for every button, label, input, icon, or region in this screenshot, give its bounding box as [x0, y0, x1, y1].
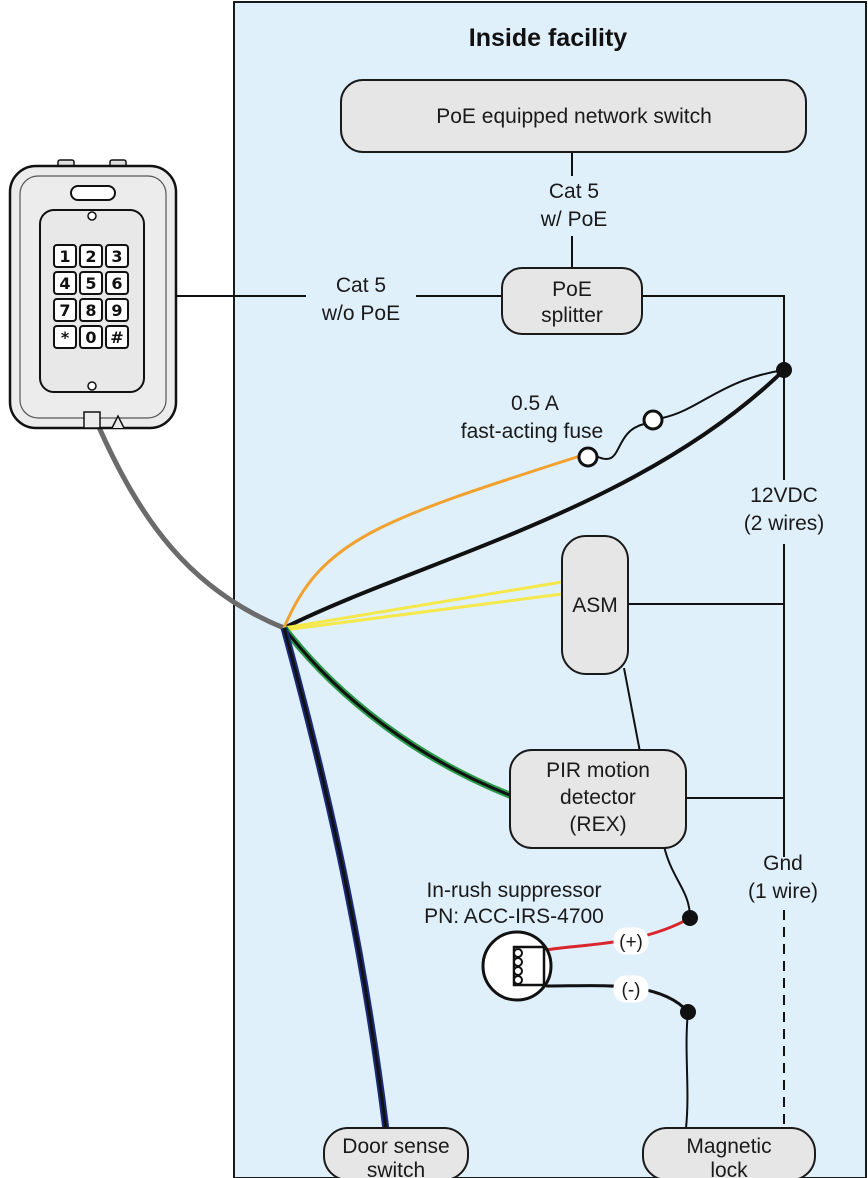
vdc-label: 12VDC: [750, 484, 818, 507]
magnetic-lock-label: Magnetic: [686, 1135, 771, 1158]
fuse-wire-b: [595, 423, 645, 460]
minus-terminal-dot: [680, 1004, 696, 1020]
orange-wire: [282, 454, 581, 629]
keypad-key: 0: [85, 328, 96, 347]
keypad-key: 4: [59, 274, 70, 293]
keypad-key: #: [110, 328, 123, 347]
cat5-no-poe-label: w/o PoE: [321, 302, 400, 325]
magnetic-lock-label: lock: [710, 1159, 748, 1178]
pir-detector-box: [509, 749, 687, 849]
suppressor-label: In-rush suppressor: [426, 879, 601, 902]
blue-wire-core: [282, 627, 388, 1131]
green-wire-core: [282, 627, 513, 798]
wire-splitter-bus: [642, 295, 785, 368]
keypad-key: 7: [59, 301, 70, 320]
plus-terminal-dot: [682, 910, 698, 926]
suppressor-label: PN: ACC-IRS-4700: [424, 905, 604, 928]
minus-label: (-): [622, 980, 641, 1001]
keypad-cable: [95, 423, 285, 631]
pir-detector-label: PIR motion: [546, 759, 650, 782]
pir-detector-label: (REX): [569, 813, 626, 836]
keypad-key: 1: [59, 247, 70, 266]
keypad-key: 2: [85, 247, 96, 266]
keypad-key: 6: [111, 274, 122, 293]
yellow-wire: [283, 580, 563, 630]
minus-tag: [613, 975, 649, 1003]
poe-splitter-box: [501, 267, 643, 335]
plus-label: (+): [619, 932, 643, 953]
magnetic-lock-box: [642, 1127, 816, 1178]
vdc-label-bg: [732, 480, 836, 542]
yellow-wire-b: [283, 592, 563, 632]
gnd-label: Gnd: [763, 852, 803, 875]
cat5-poe-label: Cat 5: [549, 180, 599, 203]
keypad-key: 9: [111, 301, 122, 320]
fuse-wire: [661, 369, 785, 419]
keypad-key: 8: [85, 301, 96, 320]
poe-splitter-label: PoE: [552, 278, 592, 301]
inside-facility-region: [233, 1, 867, 1178]
vdc-label: (2 wires): [744, 512, 825, 535]
keypad-key: 5: [85, 274, 96, 293]
network-switch-label: PoE equipped network switch: [436, 105, 712, 128]
black-power-wire: [283, 368, 786, 630]
suppressor-icon: [481, 930, 553, 1002]
wire-asm-pir: [623, 667, 641, 753]
asm-box: [561, 535, 629, 675]
fuse-terminal-icon: [642, 409, 664, 431]
red-wire: [545, 916, 691, 952]
plus-tag: [613, 927, 649, 955]
fuse-terminal-icon: [577, 446, 599, 468]
asm-label: ASM: [572, 594, 618, 617]
network-switch-box: [340, 79, 807, 153]
door-sense-label: Door sense: [342, 1135, 449, 1158]
wire-minus-maglock: [685, 1011, 689, 1129]
keypad-key: 3: [111, 247, 122, 266]
cat5-no-poe-label: Cat 5: [336, 274, 386, 297]
region-title: Inside facility: [469, 24, 627, 52]
pir-detector-label: detector: [560, 786, 636, 809]
cat5-poe-label: w/ PoE: [540, 208, 608, 231]
poe-splitter-label: splitter: [541, 304, 603, 327]
door-sense-label: switch: [367, 1159, 425, 1178]
keypad-keys: 1 2 3 4 5 6 7 8 9 * 0 #: [53, 244, 129, 349]
junction-dot: [776, 362, 792, 378]
keypad-key: *: [61, 328, 70, 347]
door-sense-box: [323, 1127, 469, 1178]
fuse-label: 0.5 A: [511, 392, 559, 415]
gnd-label: (1 wire): [748, 880, 818, 903]
fuse-label: fast-acting fuse: [461, 420, 603, 443]
